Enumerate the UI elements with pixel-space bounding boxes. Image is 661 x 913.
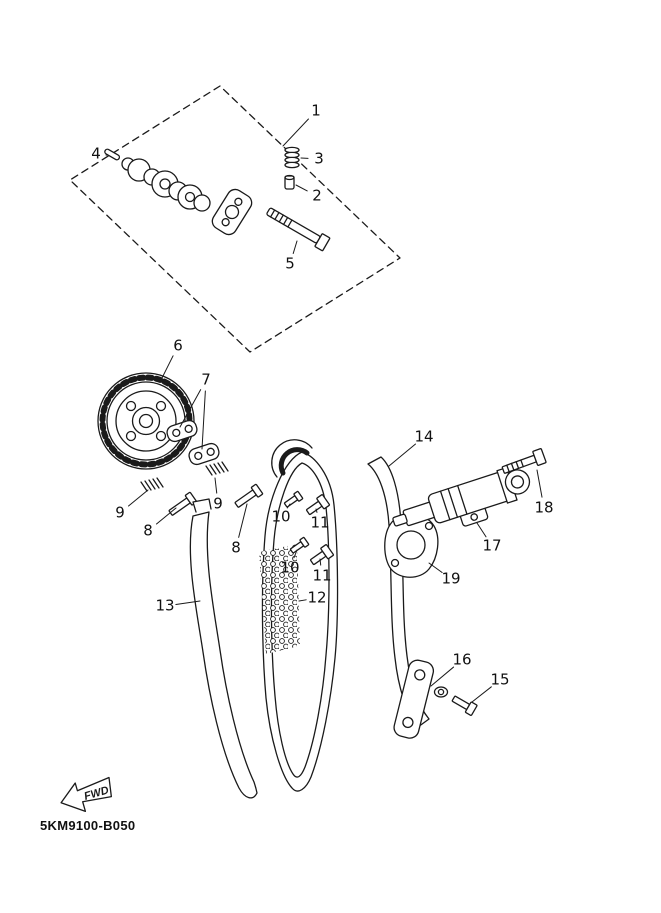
camshaft-part (104, 148, 253, 236)
bolt-part18 (501, 448, 547, 474)
spring-part9-left (140, 477, 164, 492)
spring-part3 (284, 146, 300, 169)
bolt-part15 (451, 695, 478, 716)
stopper-plates-part7 (166, 419, 220, 466)
bolt-part8-left (168, 491, 198, 516)
bolt-part8-right (234, 483, 264, 508)
washer (433, 686, 449, 698)
screw-part10-upper (283, 490, 304, 508)
bracket-part16 (393, 659, 435, 739)
callout-leader-lines (105, 118, 543, 703)
fwd-arrow: FWD (60, 776, 113, 812)
tensioner-part17 (392, 466, 531, 527)
bolt-part5 (266, 207, 331, 252)
screw-part10-lower (289, 536, 310, 554)
bolt-part11-upper (306, 494, 330, 516)
cam-chain-part12 (259, 439, 339, 792)
part-code: 5KM9100-B050 (40, 818, 136, 833)
cam-sprocket-part6 (97, 372, 195, 470)
spring-part9-right (205, 461, 229, 476)
dowel-part2 (284, 174, 295, 190)
camshaft-assembly-outline (69, 85, 401, 353)
pin-part4 (104, 148, 121, 161)
chain-guide-part13 (189, 498, 258, 799)
